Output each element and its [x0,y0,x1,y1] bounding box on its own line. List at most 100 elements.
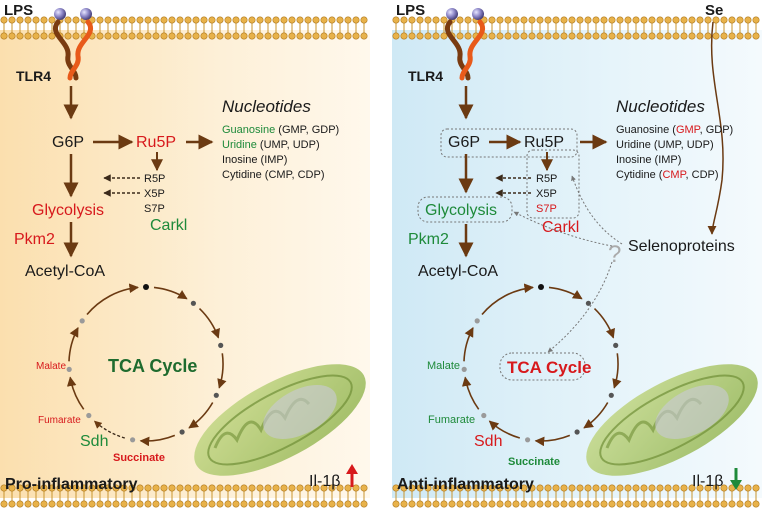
tca-step-arrow [548,286,583,300]
selenoproteins-label: Selenoproteins [628,238,735,255]
s7p-left: S7P [144,203,165,215]
membrane-bilayer [392,484,760,508]
cell-membranes [0,16,760,508]
tca-intermediate-node [538,284,544,290]
tca-intermediate-node [143,284,149,290]
tca-step-arrow [198,308,220,339]
nucleotide-entry: Guanosine (GMP, GDP) [222,124,339,136]
tlr4-receptor-right [445,8,485,81]
tca-step-arrow [481,283,534,316]
tca-step-arrow [593,308,615,339]
g6p-left: G6P [52,134,84,151]
succinate-right: Succinate [508,456,560,468]
right-panel: LPS Se TLR4 G6P Ru5P Nucleotides Guanosi… [396,2,758,493]
tca-intermediate-node [218,342,224,348]
fumarate-right: Fumarate [428,414,475,426]
pkm2-left: Pkm2 [14,231,55,248]
nucleotide-entry: Inosine (IMP) [616,154,681,166]
tca-step-arrow [488,420,521,439]
nucleotide-entry: Cytidine (CMP, CDP) [616,169,719,181]
sdh-right: Sdh [474,433,502,450]
tlr4-receptor-left [53,8,93,81]
membrane-bilayer [0,16,368,40]
nucleotide-entry: Uridine (UMP, UDP) [222,139,320,151]
left-panel: LPS TLR4 G6P Ru5P Nucleotides Guanosine … [4,2,366,493]
nucleotides-title-right: Nucleotides [616,97,705,116]
tca-intermediate-node [481,412,487,419]
tca-intermediate-node [613,342,619,348]
se-label: Se [705,2,723,19]
mitochondrion-right [586,364,758,476]
nucleotide-detail: (IMP) [651,154,681,166]
tlr4-label-right: TLR4 [408,68,443,84]
carkl-left: Carkl [150,217,187,234]
sdh-left: Sdh [80,433,108,450]
tca-step-arrow [66,376,85,410]
il1b-label-right: Il-1β [692,473,723,490]
tca-intermediate-node [474,318,480,324]
tca-intermediate-node [585,300,592,306]
nucleotide-highlight: CMP [662,169,686,181]
membrane-bilayer [0,484,368,508]
question-mark: ? [608,241,621,268]
down-arrow-icon [730,468,742,490]
x5p-right: X5P [536,188,557,200]
tca-intermediate-node [608,392,614,398]
tca-label-right: TCA Cycle [507,358,591,377]
tca-intermediate-node [190,300,196,306]
state-label-right: Anti-inflammatory [397,476,534,493]
nucleotide-detail: ( [669,124,676,136]
state-label-left: Pro-inflammatory [5,476,138,493]
nucleotide-detail: , GDP) [700,124,734,136]
lps-label-right: LPS [396,2,425,19]
tca-intermediate-node [461,366,467,372]
nucleotide-list-right: Guanosine (GMP, GDP)Uridine (UMP, UDP)In… [616,124,733,181]
tca-step-arrow [217,353,227,389]
nucleotide-name: Guanosine [616,124,669,136]
tca-intermediate-node [79,318,85,324]
ru5p-right: Ru5P [524,134,564,151]
nucleotide-name: Inosine [222,154,257,166]
nucleotide-detail: , CDP) [686,169,719,181]
nucleotide-name: Inosine [616,154,651,166]
tca-intermediate-node [66,366,72,372]
fumarate-left: Fumarate [38,415,81,426]
carkl-right: Carkl [542,219,579,236]
nucleotide-name: Uridine [222,139,257,151]
acetyl-coa-right: Acetyl-CoA [418,263,498,280]
succinate-left: Succinate [113,452,165,464]
r5p-left: R5P [144,173,165,185]
tca-step-arrow [153,286,188,300]
tca-intermediate-node [525,437,531,443]
tca-intermediate-node [86,412,92,419]
tca-intermediate-node [574,429,580,435]
nucleotide-name: Guanosine [222,124,275,136]
lps-label-left: LPS [4,2,33,19]
nucleotide-list-left: Guanosine (GMP, GDP) Uridine (UMP, UDP) In… [222,124,339,181]
tca-step-arrow [463,327,474,362]
tca-step-arrow [461,376,480,410]
nucleotide-entry: Uridine (UMP, UDP) [616,139,714,151]
tca-intermediate-node [179,429,185,435]
nucleotide-highlight: GMP [676,124,701,136]
tca-step-arrow [93,420,125,439]
malate-right: Malate [427,360,460,372]
tca-label-left: TCA Cycle [108,356,197,376]
tca-step-arrow [86,283,139,316]
nucleotide-detail: ( [656,169,663,181]
mitochondrion-left [194,364,366,476]
up-arrow-icon [346,464,358,487]
il1b-label-left: Il-1β [309,473,340,490]
tca-step-arrow [188,402,214,429]
malate-left: Malate [36,361,66,372]
nucleotide-detail: (GMP, GDP) [275,124,339,136]
tca-cycle-left [66,283,227,447]
x5p-left: X5P [144,188,165,200]
s7p-right: S7P [536,203,557,215]
tca-cycle-right [461,283,622,447]
pkm2-right: Pkm2 [408,231,449,248]
tca-step-arrow [534,434,571,447]
r5p-right: R5P [536,173,557,185]
nucleotide-entry: Cytidine (CMP, CDP) [222,169,325,181]
